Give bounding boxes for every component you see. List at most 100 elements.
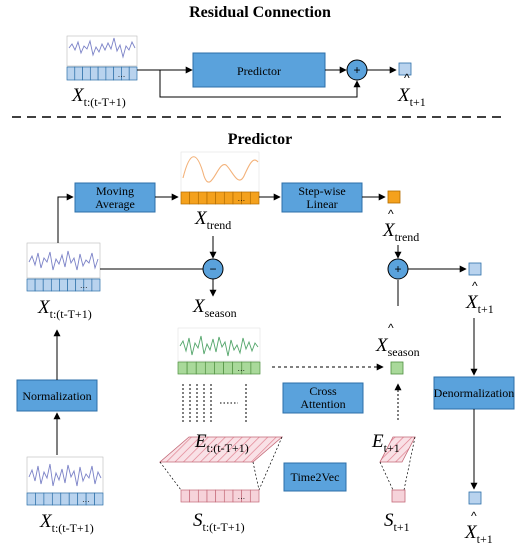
trend-cells: … [180, 191, 260, 205]
trend-series: … [180, 151, 260, 205]
sequence-cell [249, 489, 260, 503]
sequence-cell [66, 66, 76, 81]
denormalization-box: Denormalization [433, 376, 515, 410]
moving-average-box: Moving Average [74, 182, 156, 213]
sequence-cell [197, 191, 208, 205]
sequence-cell [180, 191, 191, 205]
season-series: … [177, 327, 261, 375]
sequence-cell [223, 489, 234, 503]
combined-output-cell [468, 262, 482, 276]
cross-attention-box: Cross Attention [282, 382, 364, 414]
sequence-cell [97, 66, 107, 81]
svg-text:Xt+1: Xt+1 [464, 522, 493, 546]
sequence-cell [177, 361, 188, 375]
sequence-cell [195, 361, 206, 375]
sequence-cell [128, 66, 138, 81]
residual-sum-node: + [346, 59, 368, 81]
svg-text:Et+1: Et+1 [371, 431, 400, 455]
arrow-to-moving-average [57, 193, 74, 243]
sequence-cell [186, 361, 197, 375]
svg-text:+: + [353, 63, 360, 77]
svg-text:^: ^ [471, 509, 477, 523]
sequence-cell [206, 191, 217, 205]
sequence-cell [50, 278, 60, 292]
sequence-cell [206, 489, 217, 503]
svg-text:^: ^ [388, 207, 394, 221]
subtract-node: − [202, 258, 224, 280]
sequence-cell [42, 278, 52, 292]
normalized-series: … [26, 242, 101, 292]
svg-text:Xt:(t-T+1): Xt:(t-T+1) [37, 297, 92, 321]
raw-input-label: Xt:(t-T+1) [39, 511, 94, 535]
sequence-ellipsis: … [237, 364, 245, 373]
svg-text:Step-wise: Step-wise [298, 184, 345, 198]
final-output-cell [468, 491, 482, 505]
normalized-cells: … [26, 278, 101, 292]
svg-text:Linear: Linear [306, 197, 337, 211]
normalized-sparkline [28, 250, 99, 271]
trend-output-label: ^ Xtrend [382, 207, 419, 244]
residual-input-label: Xt:(t-T+1) [71, 85, 126, 109]
timestamp-history-label: St:(t-T+1) [193, 510, 245, 534]
svg-text:Denormalization: Denormalization [434, 386, 515, 400]
svg-text:−: − [209, 262, 216, 276]
svg-text:^: ^ [388, 321, 394, 335]
embedding-future-label: Et+1 [371, 431, 400, 455]
raw-input-series: … [26, 456, 104, 506]
residual-input-sparkline [68, 37, 136, 59]
svg-text:Normalization: Normalization [22, 389, 91, 403]
predictor-title: Predictor [228, 131, 293, 148]
residual-output-cell [398, 62, 412, 76]
season-output-label: ^ Xseason [375, 321, 420, 359]
predictor-box-residual: Predictor [192, 52, 326, 88]
final-output-label: ^ Xt+1 [464, 509, 493, 546]
sequence-cell [82, 66, 91, 81]
svg-text:Average: Average [95, 197, 135, 211]
svg-text:+: + [394, 262, 401, 276]
sequence-cell [26, 492, 36, 506]
svg-text:^: ^ [404, 71, 410, 85]
residual-input-series: … [66, 35, 138, 81]
trend-label: Xtrend [194, 208, 231, 232]
sequence-cell [189, 489, 199, 503]
sequence-cell [215, 191, 225, 205]
sequence-ellipsis: … [237, 194, 245, 203]
residual-connection-title: Residual Connection [189, 4, 331, 21]
sequence-cell [89, 66, 99, 81]
raw-input-sparkline [28, 463, 102, 487]
sequence-cell [60, 492, 70, 506]
svg-text:^: ^ [472, 279, 478, 293]
sequence-ellipsis: … [237, 492, 245, 501]
sequence-cell [223, 191, 234, 205]
sequence-cell [51, 492, 62, 506]
sequence-cell [68, 492, 79, 506]
season-label: Xseason [192, 296, 237, 320]
sequence-ellipsis: … [80, 281, 88, 290]
sequence-cell [250, 361, 261, 375]
sequence-cell [189, 191, 199, 205]
svg-text:Predictor: Predictor [237, 64, 281, 78]
svg-text:Xt:(t-T+1): Xt:(t-T+1) [71, 85, 126, 109]
svg-text:Xtrend: Xtrend [382, 220, 419, 244]
svg-text:Attention: Attention [300, 397, 345, 411]
residual-input-cells: … [66, 66, 138, 81]
sequence-cell [249, 191, 260, 205]
normalization-box: Normalization [16, 379, 98, 412]
sequence-cell [26, 278, 36, 292]
sequence-ellipsis: … [118, 70, 126, 79]
sequence-cell [94, 492, 104, 506]
sequence-cell [34, 278, 44, 292]
add-node: + [387, 258, 409, 280]
svg-text:Moving: Moving [96, 184, 134, 198]
raw-input-cells: … [26, 492, 104, 506]
sequence-cell [74, 66, 83, 81]
timestamp-future-cell [391, 489, 406, 503]
season-output-cell [390, 361, 404, 375]
sequence-cell [35, 492, 45, 506]
svg-text:St+1: St+1 [384, 510, 410, 534]
sequence-cell [43, 492, 53, 506]
svg-text:St:(t-T+1): St:(t-T+1) [193, 510, 245, 534]
sequence-cell [204, 361, 215, 375]
svg-text:Xt:(t-T+1): Xt:(t-T+1) [39, 511, 94, 535]
season-cells: … [177, 361, 261, 375]
